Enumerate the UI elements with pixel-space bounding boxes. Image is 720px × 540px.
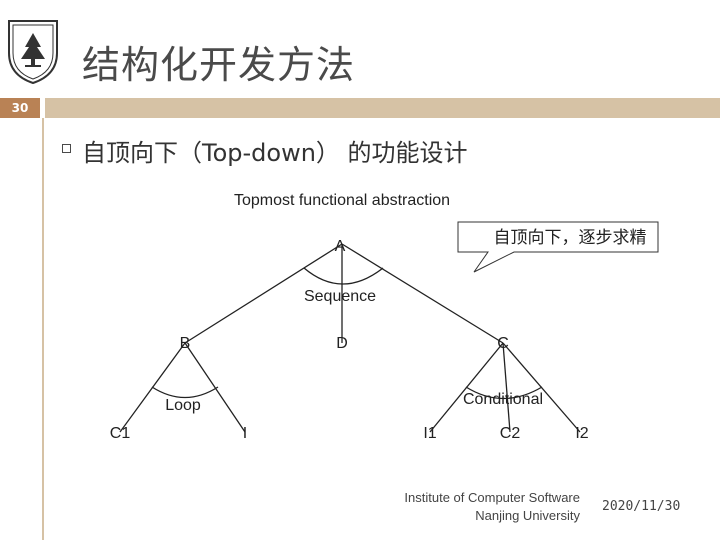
node-a: A	[335, 238, 346, 255]
slide-number-box	[0, 98, 40, 118]
conditional-arc	[465, 386, 543, 400]
edge-a-b	[184, 243, 343, 344]
node-d: D	[336, 335, 348, 352]
node-c2: C2	[500, 425, 521, 442]
footer-date: 2020/11/30	[602, 499, 681, 514]
edge-c-c2	[502, 342, 511, 433]
edge-b-i	[184, 342, 246, 433]
node-c1: C1	[110, 425, 131, 442]
conditional-label: Conditional	[463, 391, 543, 408]
edge-a-c	[341, 243, 504, 344]
top-label: Topmost functional abstraction	[234, 192, 450, 209]
node-b: B	[180, 335, 191, 352]
callout-shape	[457, 221, 659, 273]
callout-text: 自顶向下，逐步求精	[494, 228, 647, 248]
loop-label: Loop	[165, 397, 201, 414]
title-bar	[45, 98, 720, 118]
footer-institute: Institute of Computer Software Nanjing U…	[380, 489, 580, 525]
slide-heading: 自顶向下（Top-down） 的功能设计	[82, 139, 468, 167]
node-i2: I2	[575, 425, 588, 442]
slide-title: 结构化开发方法	[82, 43, 356, 87]
sequence-label: Sequence	[304, 288, 376, 305]
bullet-square-icon	[62, 144, 71, 153]
footer-institute-line2: Nanjing University	[475, 508, 580, 523]
university-logo	[8, 20, 58, 85]
node-i: I	[243, 425, 247, 442]
left-divider	[42, 118, 44, 540]
sequence-arc	[303, 267, 384, 285]
slide-number: 30	[11, 101, 29, 115]
node-i1: I1	[423, 425, 436, 442]
footer-institute-line1: Institute of Computer Software	[404, 490, 580, 505]
loop-arc	[151, 386, 219, 399]
node-c: C	[497, 335, 509, 352]
